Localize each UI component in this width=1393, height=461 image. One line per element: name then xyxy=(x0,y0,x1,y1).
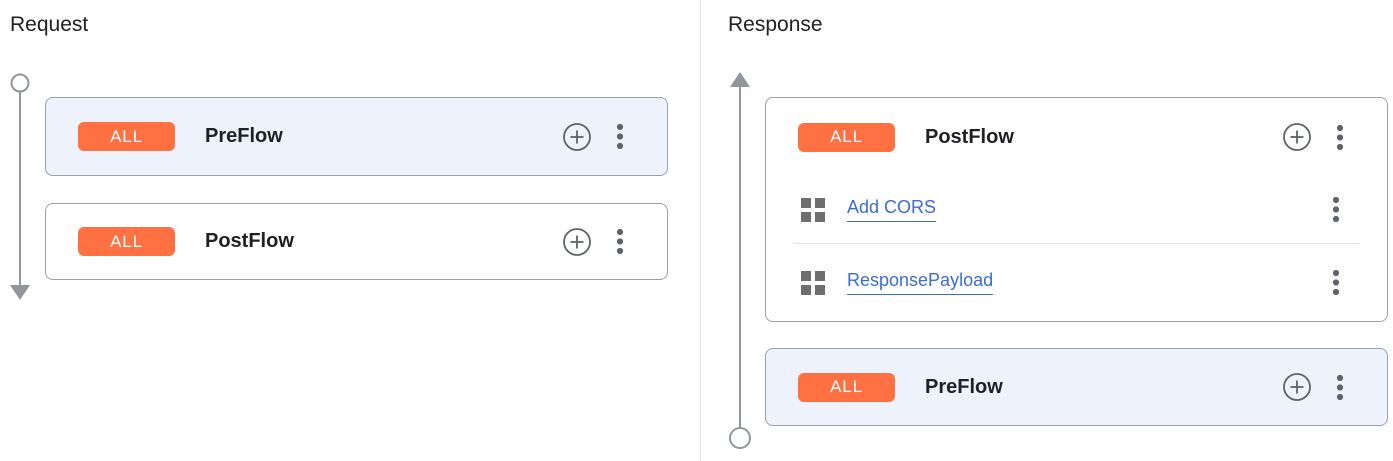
flow-header: ALL PostFlow xyxy=(766,98,1387,176)
timeline-arrow-down-icon xyxy=(10,285,30,300)
add-policy-button[interactable] xyxy=(1282,372,1312,402)
add-policy-button[interactable] xyxy=(562,122,592,152)
timeline-start-circle-icon xyxy=(10,73,30,93)
timeline-end-circle-icon xyxy=(729,427,751,449)
more-vert-icon xyxy=(1332,269,1340,296)
flow-header: ALL PreFlow xyxy=(766,349,1387,425)
policy-row-divider xyxy=(794,243,1359,244)
flow-label: PreFlow xyxy=(205,125,283,147)
condition-badge: ALL xyxy=(78,227,175,256)
flow-header: ALL PostFlow xyxy=(46,204,667,279)
more-vert-icon xyxy=(616,123,624,150)
add-policy-button[interactable] xyxy=(1282,122,1312,152)
policy-menu-button[interactable] xyxy=(1332,269,1340,296)
add-circle-icon xyxy=(1283,373,1311,401)
condition-badge: ALL xyxy=(78,122,175,151)
add-policy-button[interactable] xyxy=(562,227,592,257)
policy-row: ResponsePayload xyxy=(766,244,1387,321)
more-vert-icon xyxy=(1336,124,1344,150)
response-preflow-card[interactable]: ALL PreFlow xyxy=(765,348,1388,426)
response-timeline xyxy=(729,72,751,449)
request-timeline xyxy=(10,73,30,300)
more-vert-icon xyxy=(1336,374,1344,400)
policy-row: Add CORS xyxy=(766,176,1387,243)
add-circle-icon xyxy=(563,122,591,151)
request-panel-title: Request xyxy=(10,13,89,36)
response-panel-title: Response xyxy=(728,13,823,36)
add-circle-icon xyxy=(563,227,591,256)
policy-link[interactable]: ResponsePayload xyxy=(847,270,994,295)
request-preflow-card[interactable]: ALL PreFlow xyxy=(45,97,668,176)
flow-menu-button[interactable] xyxy=(616,123,624,150)
flow-menu-button[interactable] xyxy=(1336,374,1344,401)
flow-label: PostFlow xyxy=(925,125,1014,148)
flow-label: PostFlow xyxy=(205,230,294,252)
policy-grid-icon xyxy=(801,197,825,222)
flow-menu-button[interactable] xyxy=(1336,124,1344,151)
more-vert-icon xyxy=(1332,196,1340,223)
policy-grid-icon xyxy=(801,270,825,295)
condition-badge: ALL xyxy=(798,372,895,402)
request-postflow-card[interactable]: ALL PostFlow xyxy=(45,203,668,280)
add-circle-icon xyxy=(1283,123,1311,151)
flow-menu-button[interactable] xyxy=(616,228,624,255)
timeline-arrow-up-icon xyxy=(730,72,750,87)
condition-badge: ALL xyxy=(798,122,895,152)
policy-menu-button[interactable] xyxy=(1332,196,1340,223)
flow-header: ALL PreFlow xyxy=(46,98,667,175)
response-postflow-card[interactable]: ALL PostFlow xyxy=(765,97,1388,322)
panel-divider xyxy=(700,0,701,461)
more-vert-icon xyxy=(616,228,624,255)
policy-link[interactable]: Add CORS xyxy=(847,197,937,222)
flow-label: PreFlow xyxy=(925,375,1003,398)
